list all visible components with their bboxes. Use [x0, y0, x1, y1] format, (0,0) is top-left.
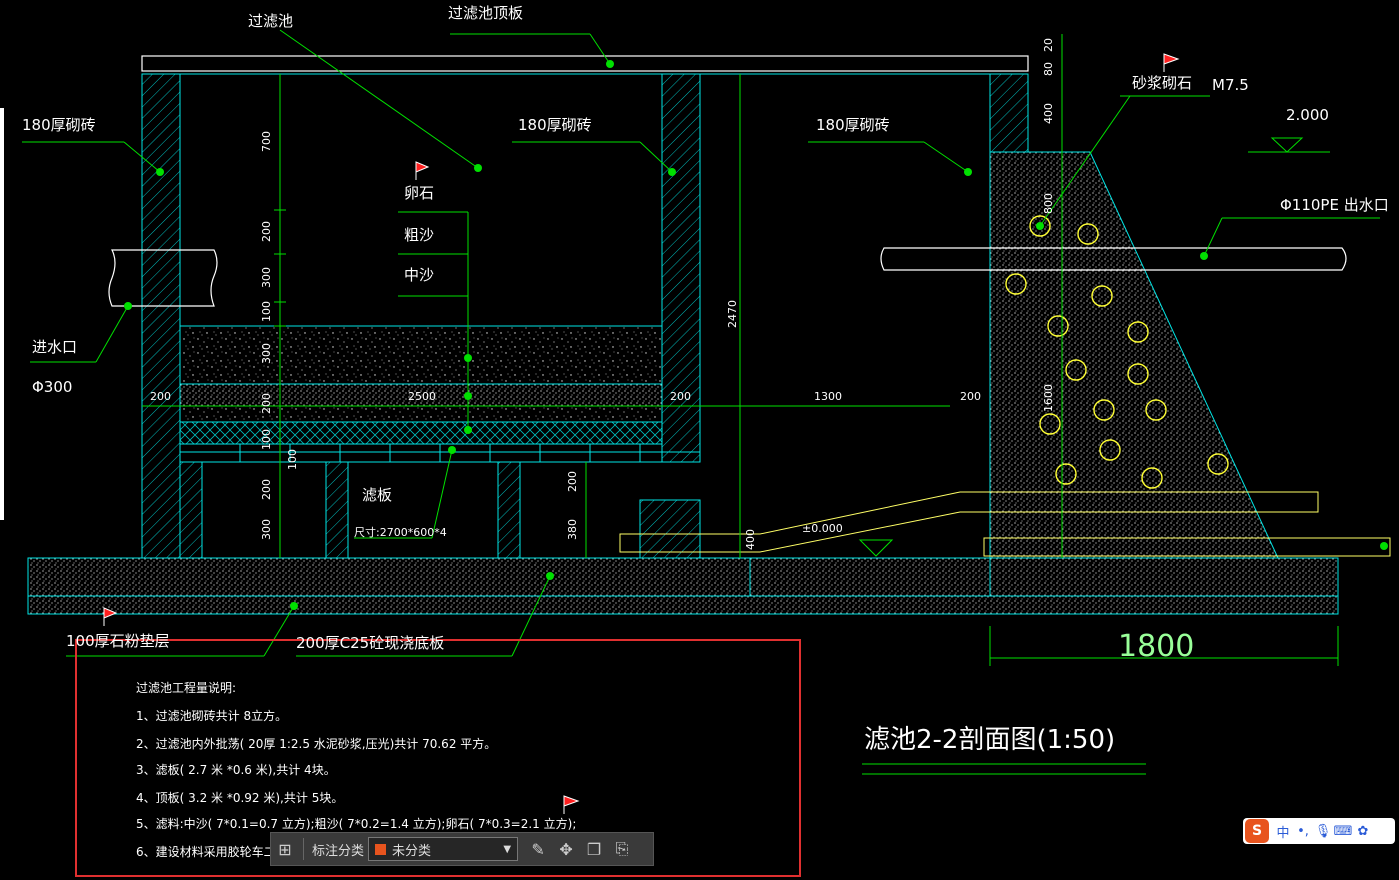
dim-700: 700: [260, 131, 273, 152]
notes-line6: 6、建设材料采用胶轮车二次运输: [136, 844, 312, 859]
dim-200a: 200: [260, 221, 273, 242]
paste-icon[interactable]: ⎘: [615, 839, 629, 858]
move-icon[interactable]: ✥: [559, 839, 573, 859]
dim-1600: 1600: [1042, 384, 1055, 412]
label-elev-top: 2.000: [1286, 106, 1329, 124]
dim-100a: 100: [260, 301, 273, 322]
dim-300a: 300: [260, 267, 273, 288]
dim-200b: 200: [260, 393, 273, 414]
mortar-stone-wall: [989, 151, 1279, 559]
top-slab: [141, 55, 1029, 72]
ime-lang-toggle[interactable]: 中: [1276, 825, 1290, 841]
ime-logo-icon[interactable]: S: [1245, 819, 1269, 843]
filter-plate: [179, 421, 663, 445]
ime-toolbar: S 中 •, 🎙 ⌨ ✿: [1243, 818, 1395, 844]
label-pebble: 卵石: [404, 184, 434, 202]
dim-w2500: 2500: [408, 390, 436, 403]
notes-line3: 3、滤板( 2.7 米 *0.6 米),共计 4块。: [136, 763, 336, 777]
outlet-pipe: [880, 247, 1347, 271]
concrete-base: [27, 557, 1339, 597]
notes-line5: 5、滤料:中沙( 7*0.1=0.7 立方);粗沙( 7*0.2=1.4 立方)…: [136, 816, 576, 831]
label-brick-right: 180厚砌砖: [816, 116, 890, 134]
dim-200r: 200: [566, 471, 579, 492]
label-plate-size: 尺寸:2700*600*4: [354, 525, 447, 539]
label-outlet: Φ110PE 出水口: [1280, 196, 1389, 214]
label-filter-tank: 过滤池: [248, 12, 293, 30]
left-wall: [141, 73, 181, 559]
mid-wall: [661, 73, 701, 463]
notes-title: 过滤池工程量说明:: [136, 680, 236, 695]
label-concrete-base: 200厚C25砼现浇底板: [296, 634, 444, 652]
ime-punct-toggle[interactable]: •,: [1297, 823, 1309, 839]
dim-800: 800: [1042, 193, 1055, 214]
dim-20: 20: [1042, 38, 1055, 52]
dim-1800: 1800: [1118, 629, 1194, 664]
category-value: 未分类: [392, 843, 432, 859]
dim-w200r: 200: [960, 390, 981, 403]
skin-icon[interactable]: ✿: [1357, 823, 1369, 839]
dim-w200l: 200: [150, 390, 171, 403]
right-wall: [989, 73, 1029, 153]
notes-line2: 2、过滤池内外批荡( 20厚 1:2.5 水泥砂浆,压光)共计 70.62 平方…: [136, 736, 496, 751]
label-coarse-sand: 粗沙: [404, 226, 434, 244]
label-top-slab: 过滤池顶板: [448, 4, 523, 22]
dim-80: 80: [1042, 62, 1055, 76]
grid-icon[interactable]: ⊞: [278, 839, 292, 859]
label-mortar-stone: 砂浆砌石: [1132, 74, 1192, 92]
left-edge-bar: [0, 108, 4, 520]
label-gravel-cushion: 100厚石粉垫层: [66, 632, 170, 650]
dim-w200m: 200: [670, 390, 691, 403]
label-filter-plate: 滤板: [362, 486, 392, 504]
dim-w1300: 1300: [814, 390, 842, 403]
dim-2470: 2470: [726, 300, 739, 328]
annotation-toolbar: ⊞ 标注分类 未分类 ▼ ✎ ✥ ❐ ⎘: [270, 832, 654, 866]
sand-layer: [179, 405, 663, 423]
notes-line1: 1、过滤池砌砖共计 8立方。: [136, 708, 287, 723]
pebble-layer: [179, 325, 663, 385]
chevron-down-icon: ▼: [503, 843, 512, 855]
toolbar-label: 标注分类: [312, 843, 365, 859]
label-elev-zero: ±0.000: [802, 522, 843, 535]
dim-100b: 100: [260, 429, 273, 450]
gravel-cushion: [27, 595, 1339, 615]
dim-400: 400: [1042, 103, 1055, 124]
dim-400b: 400: [744, 529, 757, 550]
label-mortar-grade: M7.5: [1212, 76, 1249, 94]
label-brick-left: 180厚砌砖: [22, 116, 96, 134]
toolbar-divider: [303, 838, 304, 860]
dim-100c: 100: [286, 449, 299, 470]
drawing-title: 滤池2-2剖面图(1:50): [864, 725, 1115, 755]
dim-380r: 380: [566, 519, 579, 540]
category-select[interactable]: 未分类 ▼: [368, 837, 519, 861]
dim-300b: 300: [260, 343, 273, 364]
copy-icon[interactable]: ❐: [586, 839, 602, 859]
inlet-pipe: [108, 249, 218, 307]
label-brick-mid: 180厚砌砖: [518, 116, 592, 134]
label-inlet-dia: Φ300: [32, 378, 72, 396]
dim-200c: 200: [260, 479, 273, 500]
mic-icon[interactable]: 🎙: [1314, 823, 1332, 839]
category-color-swatch: [375, 843, 387, 855]
label-inlet: 进水口: [32, 338, 77, 356]
notes-frame: [75, 639, 801, 877]
dim-300c: 300: [260, 519, 273, 540]
keyboard-icon[interactable]: ⌨: [1333, 823, 1353, 839]
edit-icon[interactable]: ✎: [531, 839, 545, 859]
label-medium-sand: 中沙: [404, 266, 434, 284]
notes-line4: 4、顶板( 3.2 米 *0.92 米),共计 5块。: [136, 791, 343, 805]
